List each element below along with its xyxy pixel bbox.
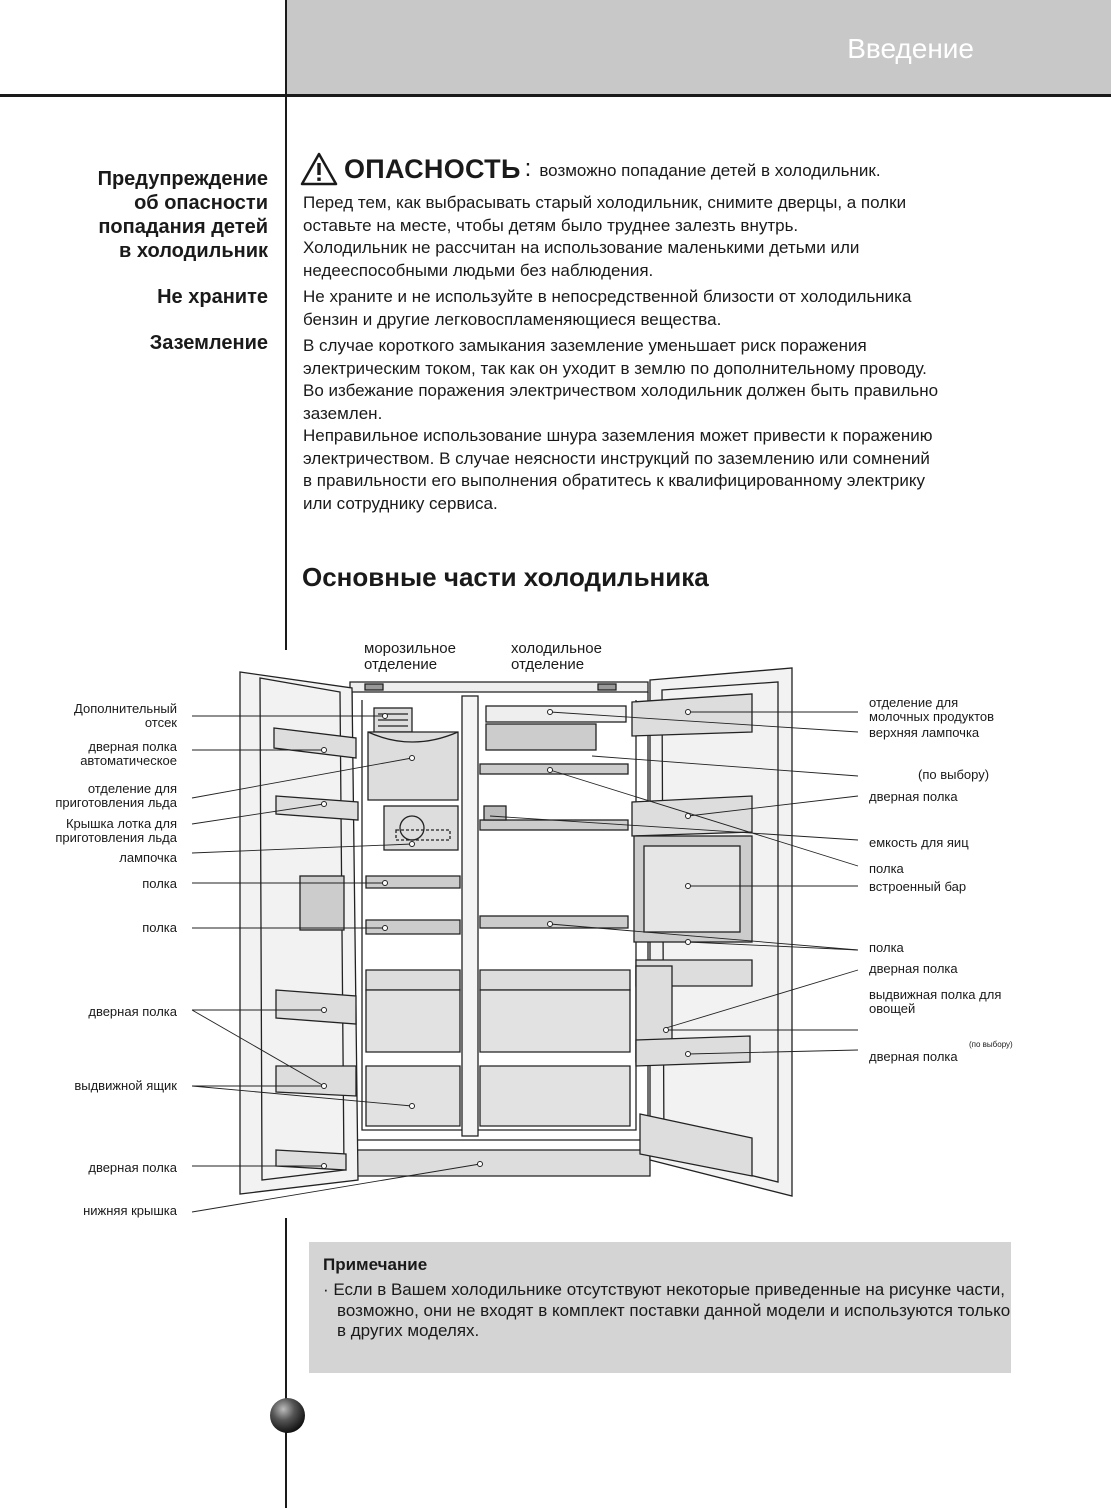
fridge-diagram: морозильное отделение холодильное отделе…: [0, 620, 1111, 1230]
label-bottom-cover: нижняя крышка: [83, 1203, 177, 1218]
label-door-shelf-bottom: дверная полка: [88, 1160, 177, 1175]
sidebar-grounding-heading: Заземление: [149, 332, 268, 354]
note-box: Примечание · Если в Вашем холодильнике о…: [309, 1242, 1011, 1373]
label-door-shelf-right-1: дверная полка: [869, 789, 958, 804]
no-store-paragraph: Не храните и не используйте в непосредст…: [303, 287, 912, 329]
page-marker-icon: [270, 1398, 305, 1433]
label-shelf-right-1: полка: [869, 861, 904, 876]
label-home-bar: встроенный бар: [869, 879, 967, 894]
fridge-compartment-label: холодильное отделение: [511, 640, 602, 673]
danger-word: ОПАСНОСТЬ: [344, 153, 521, 184]
label-lamp: лампочка: [119, 850, 177, 865]
label-door-shelf-left: дверная полка: [88, 1004, 177, 1019]
label-shelf-2: полка: [142, 920, 177, 935]
danger-paragraph: Перед тем, как выбрасывать старый холоди…: [303, 193, 907, 280]
header-rule: [0, 94, 1111, 97]
label-egg-container: емкость для яиц: [869, 835, 969, 850]
label-door-shelf-right-2: дверная полка: [869, 961, 958, 976]
label-drawer: выдвижной ящик: [74, 1078, 177, 1093]
warning-triangle-icon: [300, 152, 338, 186]
freezer-compartment-label: морозильное отделение: [364, 640, 456, 673]
label-shelf-1: полка: [142, 876, 177, 891]
grounding-paragraph: В случае короткого замыкания заземление …: [303, 336, 939, 513]
danger-headline: возможно попадание детей в холодильник.: [539, 161, 881, 180]
sidebar-no-store-heading: Не храните: [157, 286, 268, 308]
label-shelf-right-2: полка: [869, 940, 904, 955]
danger-colon: :: [524, 155, 532, 182]
label-optional-2: (по выбору): [969, 1040, 1013, 1049]
page-title: Введение: [847, 33, 974, 64]
header-bar: [287, 0, 1111, 94]
section-title: Основные части холодильника: [302, 562, 709, 592]
note-text: · Если в Вашем холодильнике отсутствуют …: [323, 1280, 1011, 1340]
label-door-shelf-right-3: дверная полка: [869, 1049, 958, 1064]
label-optional-1: (по выбору): [918, 767, 990, 782]
danger-heading: ОПАСНОСТЬ : возможно попадание детей в х…: [300, 152, 881, 186]
sidebar-warning-heading: Предупреждение об опасности попадания де…: [97, 168, 268, 262]
label-top-lamp: верхняя лампочка: [869, 725, 980, 740]
margin-rule-top: [285, 0, 287, 650]
fridge-illustration: [191, 667, 859, 1213]
note-title: Примечание: [323, 1255, 428, 1274]
margin-rule-bottom: [285, 1218, 287, 1508]
